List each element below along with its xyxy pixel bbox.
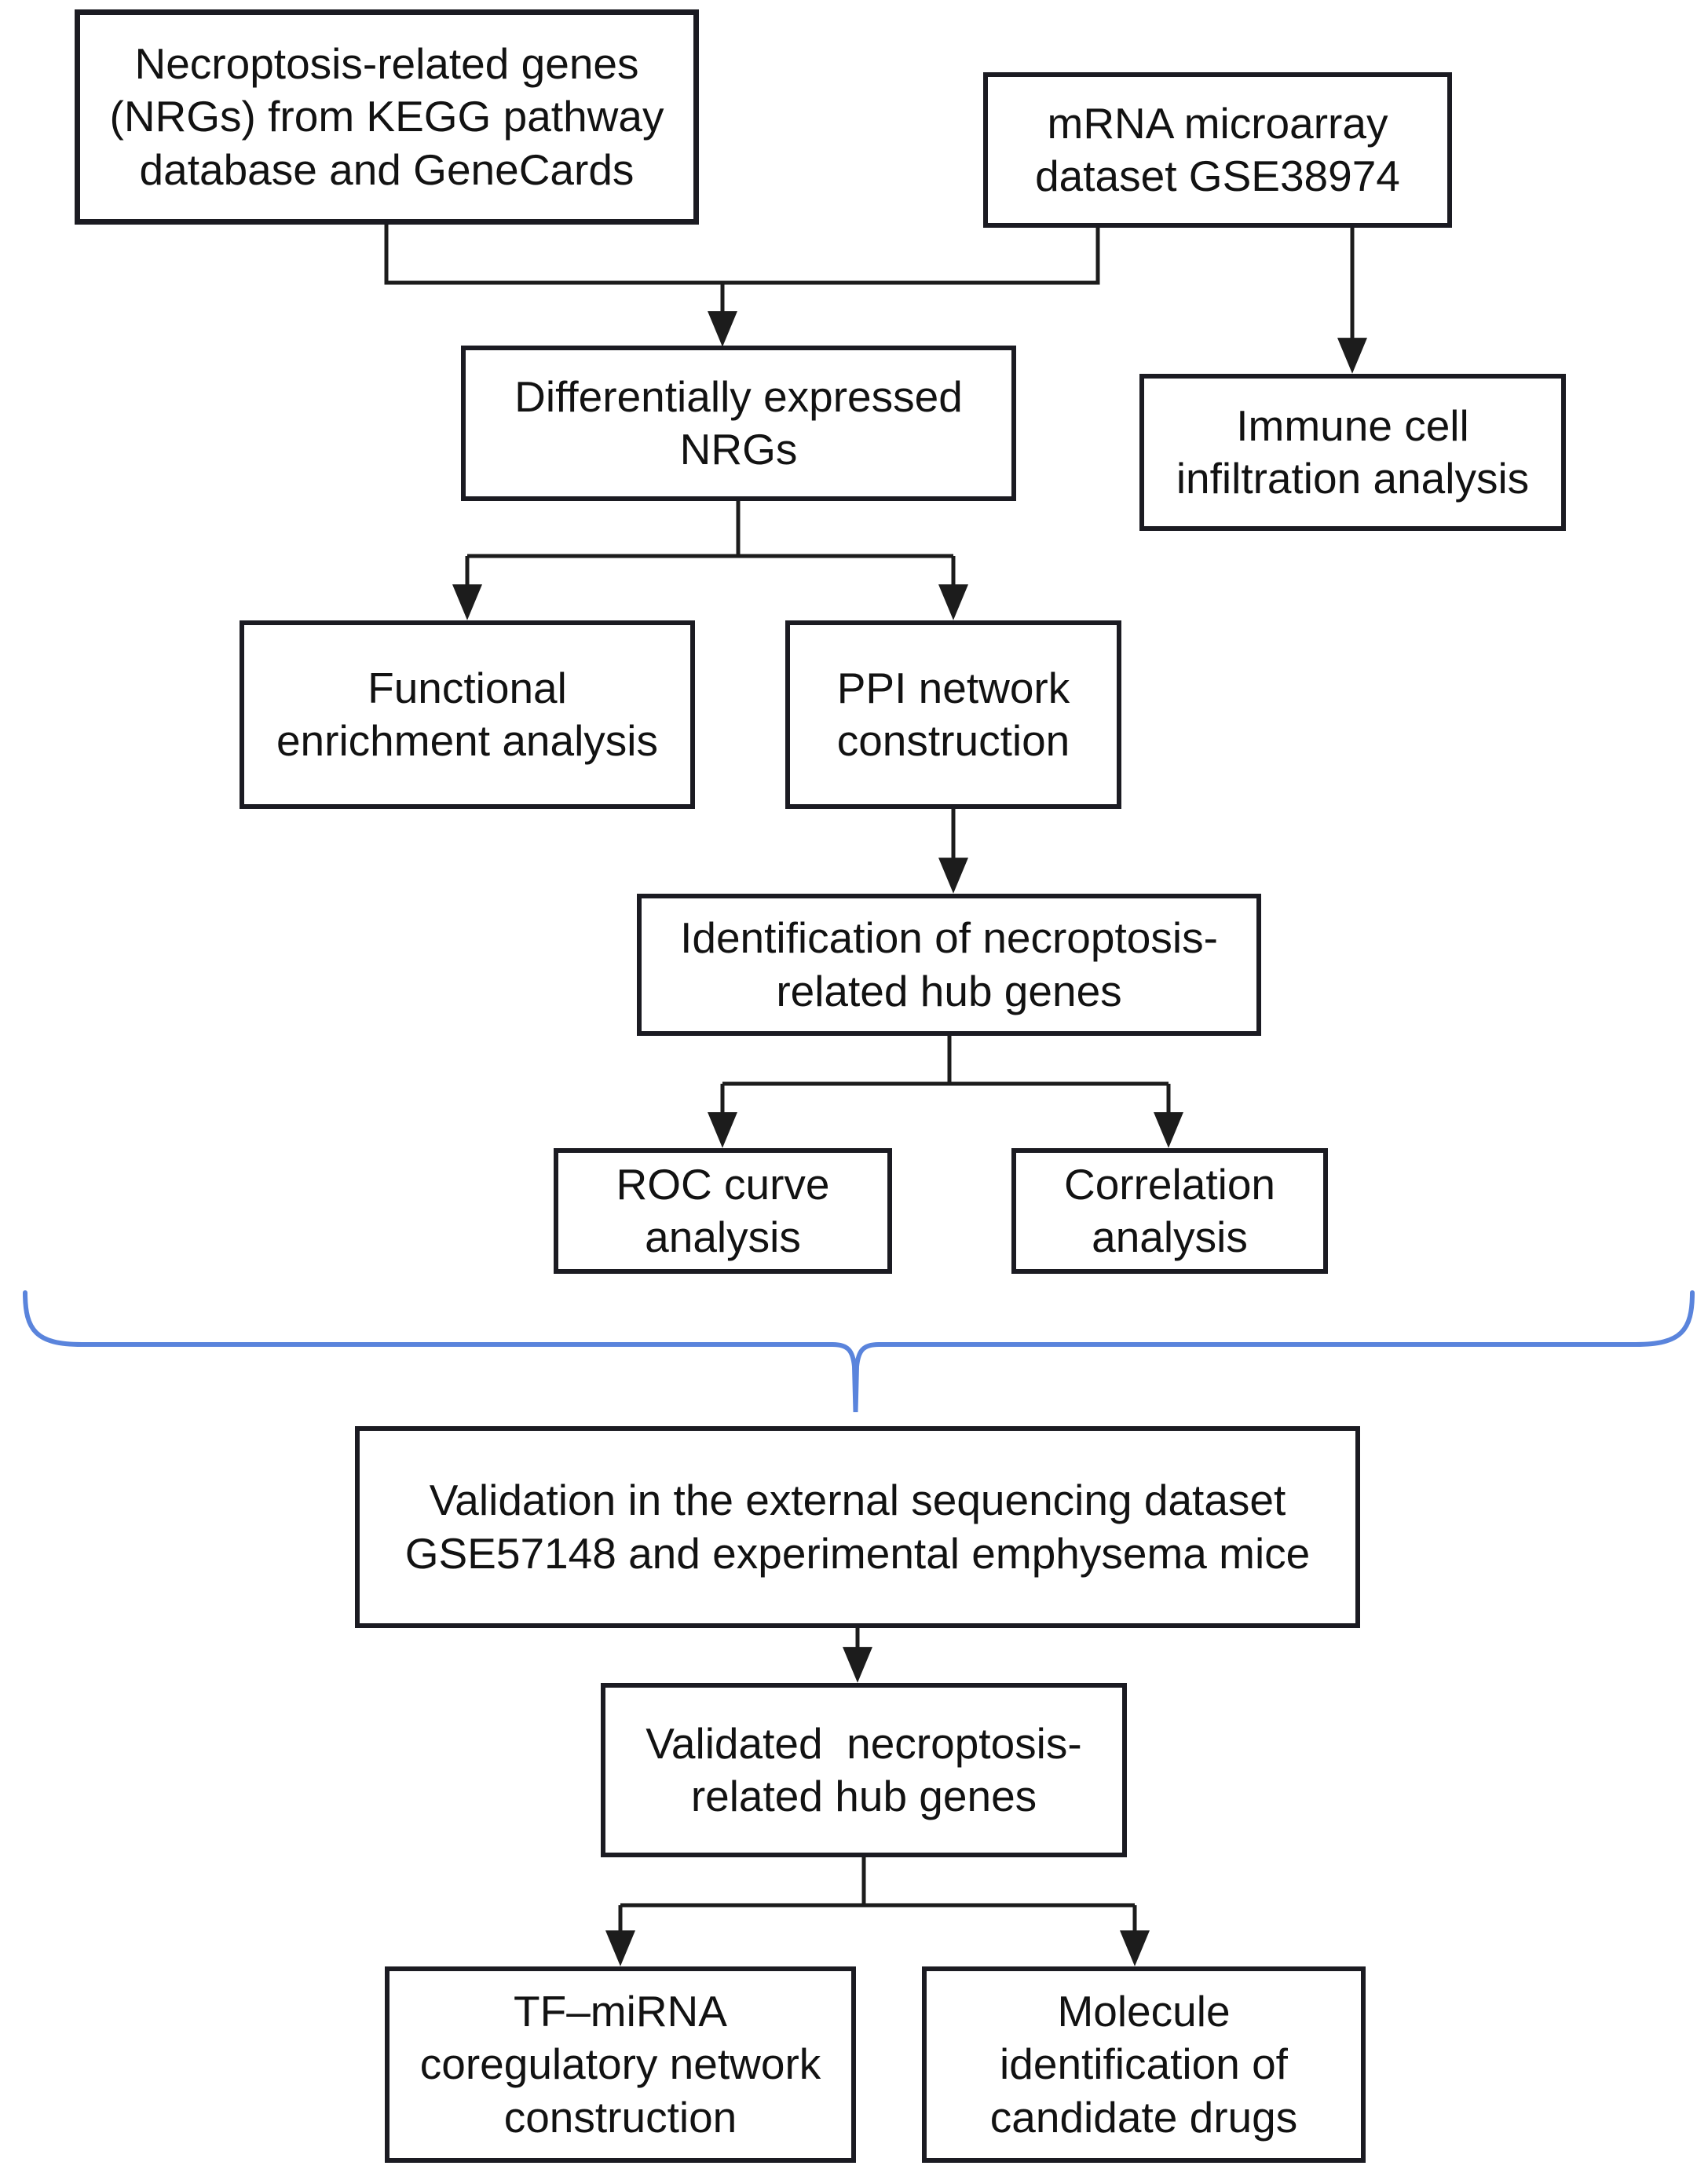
node-validated-hub-genes-label: Validated necroptosis- related hub genes [646,1718,1082,1820]
node-correlation-analysis: Correlation analysis [1011,1148,1328,1274]
node-functional-enrichment-label: Functional enrichment analysis [276,663,659,765]
node-correlation-analysis-label: Correlation analysis [1063,1159,1275,1261]
connector-merge-top [384,221,1100,285]
node-external-validation: Validation in the external sequencing da… [355,1426,1360,1628]
node-candidate-drugs-label: Molecule identification of candidate dru… [989,1987,1298,2142]
node-differentially-expressed-nrgs-label: Differentially expressed NRGs [514,371,963,474]
node-differentially-expressed-nrgs: Differentially expressed NRGs [461,346,1016,501]
node-nrg-sources: Necroptosis-related genes (NRGs) from KE… [75,9,699,225]
node-nrg-sources-label: Necroptosis-related genes (NRGs) from KE… [109,39,664,194]
node-candidate-drugs: Molecule identification of candidate dru… [922,1966,1366,2163]
node-tf-mirna-network-label: TF–miRNA coregulatory network constructi… [419,1987,821,2142]
node-mrna-dataset-label: mRNA microarray dataset GSE38974 [1035,98,1400,200]
node-validated-hub-genes: Validated necroptosis- related hub genes [601,1683,1127,1857]
node-functional-enrichment: Functional enrichment analysis [240,620,695,809]
connector-split-de [467,499,953,558]
node-tf-mirna-network: TF–miRNA coregulatory network constructi… [385,1966,856,2163]
node-ppi-network-label: PPI network construction [836,663,1070,765]
node-ppi-network: PPI network construction [785,620,1121,809]
node-roc-analysis: ROC curve analysis [554,1148,892,1274]
node-hub-identification-label: Identification of necroptosis- related h… [680,913,1218,1015]
connector-split-hub [722,1034,1169,1086]
node-hub-identification: Identification of necroptosis- related h… [637,894,1261,1036]
node-mrna-dataset: mRNA microarray dataset GSE38974 [983,72,1452,228]
node-roc-analysis-label: ROC curve analysis [616,1159,830,1261]
node-immune-infiltration-label: Immune cell infiltration analysis [1176,401,1530,503]
node-immune-infiltration: Immune cell infiltration analysis [1139,374,1566,531]
connector-split-validated [620,1856,1135,1908]
node-external-validation-label: Validation in the external sequencing da… [404,1476,1311,1578]
curly-brace [23,1290,1695,1413]
black-connectors [384,221,1367,1966]
